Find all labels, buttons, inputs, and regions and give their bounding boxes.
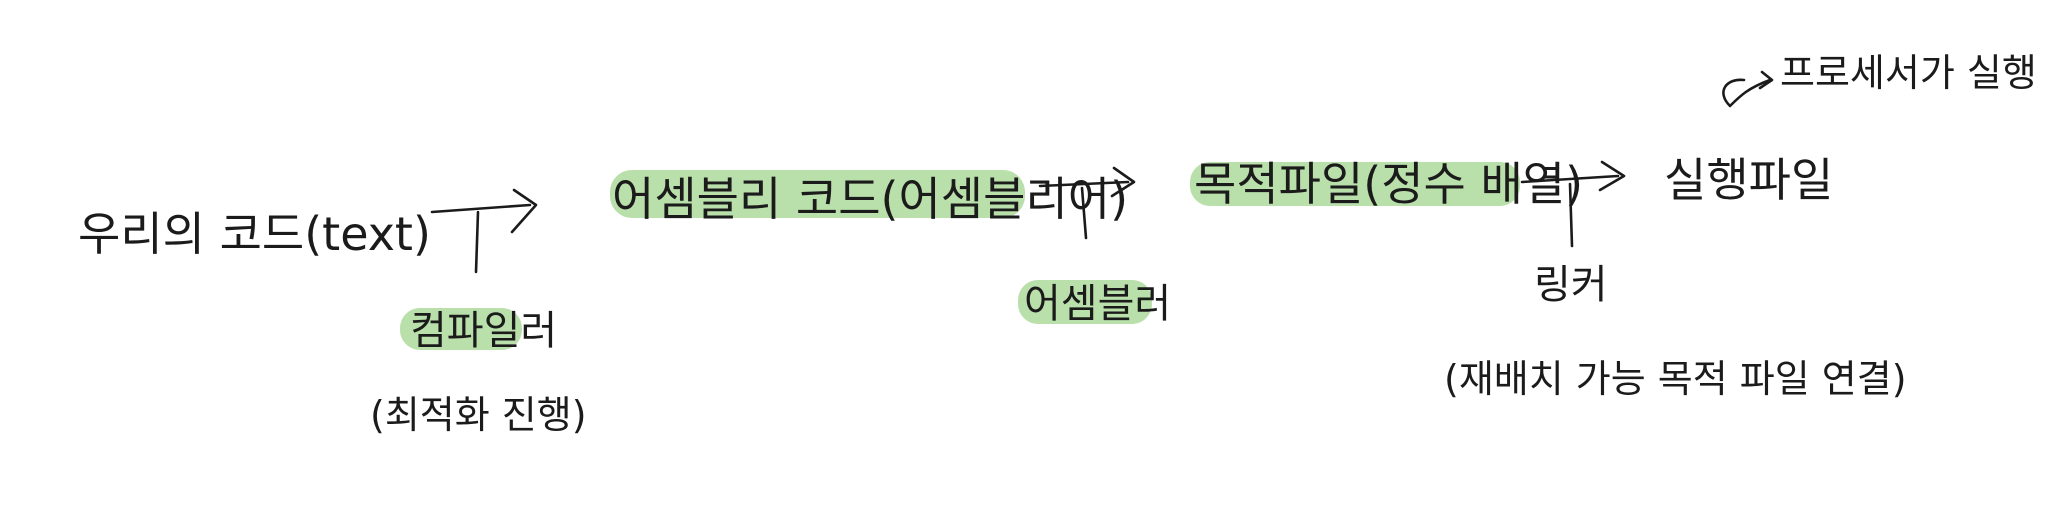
- stage-object-group: 목적파일(정수 배열): [1190, 157, 1583, 211]
- assembler-highlight: [1018, 280, 1152, 324]
- linker-note: (재배치 가능 목적 파일 연결): [1444, 357, 1907, 401]
- stage-object-file: 목적파일(정수 배열): [1194, 157, 1583, 211]
- stage-source-code: 우리의 코드(text): [78, 207, 431, 261]
- stage-assembly-group: 어셈블리 코드(어셈블리어): [610, 170, 1128, 226]
- compiler-note: (최적화 진행): [370, 393, 587, 437]
- linker-label: 링커: [1534, 262, 1608, 308]
- stage-executable: 실행파일: [1664, 153, 1833, 207]
- arrow-link: [1520, 160, 1626, 248]
- compiler-label: 컴파일러: [410, 308, 557, 354]
- arrow-run: [1722, 70, 1774, 108]
- assembler-label: 어셈블러: [1024, 281, 1171, 327]
- compiler-highlight: [400, 308, 522, 350]
- object-highlight: [1190, 162, 1520, 206]
- arrow-assemble: [1038, 166, 1136, 240]
- arrow-compile: [430, 188, 538, 274]
- step-assembler: 어셈블러: [1018, 280, 1171, 327]
- run-note: 프로세서가 실행: [1780, 51, 2037, 95]
- step-compiler: 컴파일러 (최적화 진행): [370, 308, 587, 437]
- step-linker: 링커 (재배치 가능 목적 파일 연결): [1444, 262, 1907, 401]
- stage-assembly-code: 어셈블리 코드(어셈블리어): [612, 172, 1128, 226]
- assembly-highlight: [610, 170, 1025, 218]
